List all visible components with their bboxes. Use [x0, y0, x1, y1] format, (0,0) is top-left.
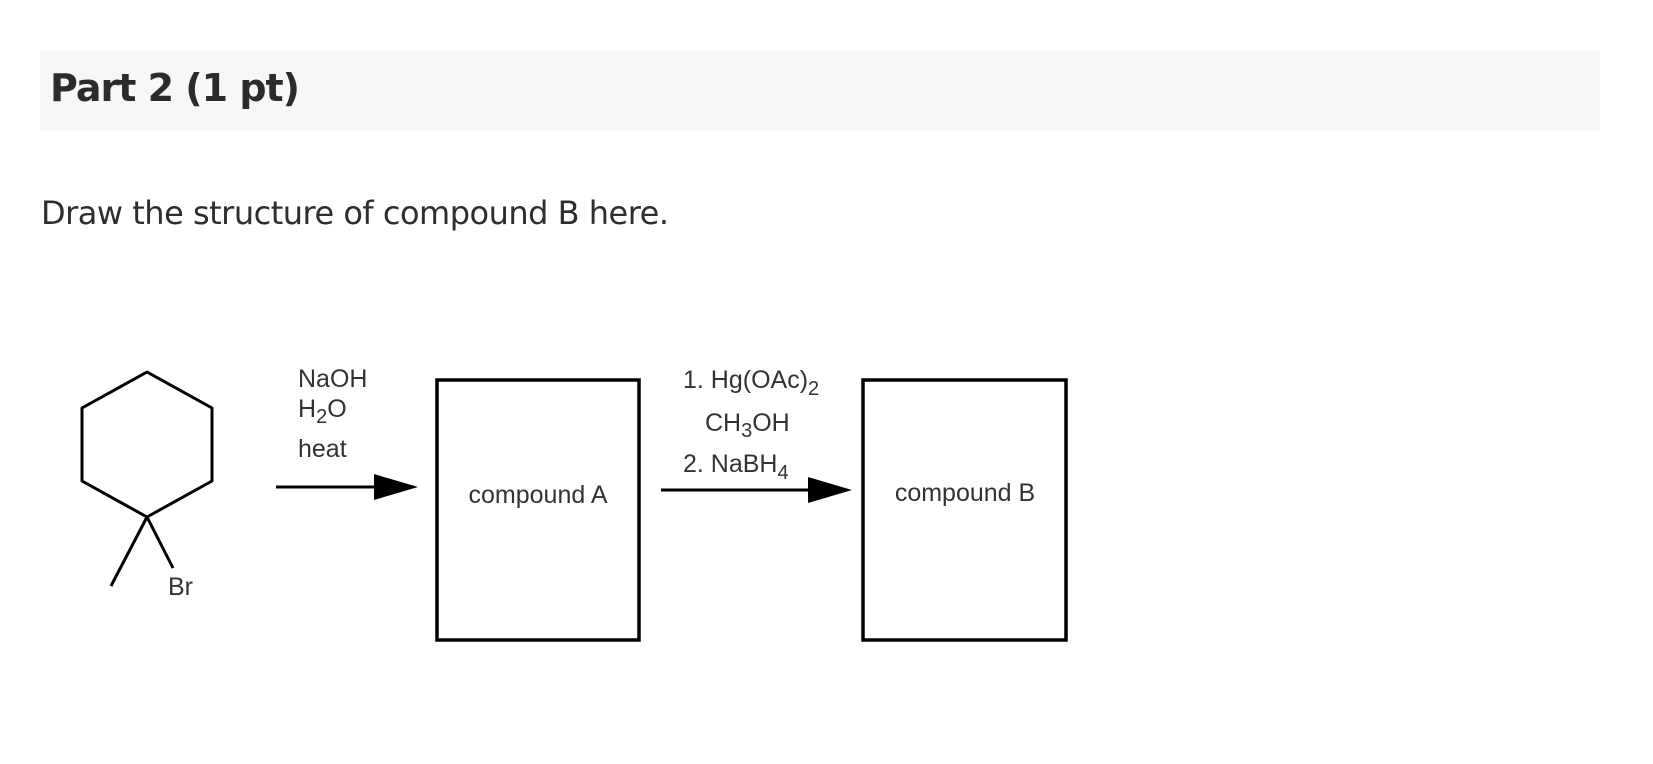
part-title: Part 2 (1 pt)	[50, 66, 300, 110]
water-subscript: 2	[316, 406, 327, 428]
compound-a-box: compound A	[435, 378, 641, 642]
step2-line2-subscript: 3	[741, 420, 752, 442]
step1-reagent-naoh: NaOH	[298, 365, 367, 393]
compound-a-label: compound A	[469, 481, 608, 509]
step1-reagents: NaOH H2O heat	[298, 365, 367, 463]
water-o: O	[327, 395, 346, 423]
step1-condition-heat: heat	[298, 435, 347, 463]
reaction-arrow-2	[661, 477, 852, 503]
step2-line3-main: 2. NaBH	[683, 450, 777, 478]
compound-b-label: compound B	[895, 479, 1035, 507]
step2-line1-subscript: 2	[808, 378, 819, 400]
water-h: H	[298, 395, 316, 423]
methyl-bond	[109, 516, 149, 587]
bromine-bond	[145, 516, 175, 569]
starting-material: Br	[80, 370, 214, 601]
step1-reagent-water: H2O	[298, 395, 347, 428]
step2-line2-post: OH	[752, 409, 790, 437]
compound-b-box: compound B	[861, 378, 1068, 642]
step2-line2-pre: CH	[705, 409, 741, 437]
cyclohexane-ring	[80, 370, 214, 519]
step2-reagent-line-1: 1. Hg(OAc)2	[683, 366, 819, 400]
part-header: Part 2 (1 pt)	[40, 50, 1600, 130]
step2-line3-subscript: 4	[777, 462, 788, 484]
step2-reagent-line-3: 2. NaBH4	[683, 450, 789, 484]
step2-reagents: 1. Hg(OAc)2 CH3OH 2. NaBH4	[683, 366, 819, 484]
step2-line1-main: 1. Hg(OAc)	[683, 366, 808, 394]
question-prompt: Draw the structure of compound B here.	[41, 194, 669, 232]
reaction-arrow-1	[276, 474, 418, 500]
bromine-label: Br	[168, 573, 193, 601]
step2-reagent-line-2: CH3OH	[705, 409, 790, 442]
